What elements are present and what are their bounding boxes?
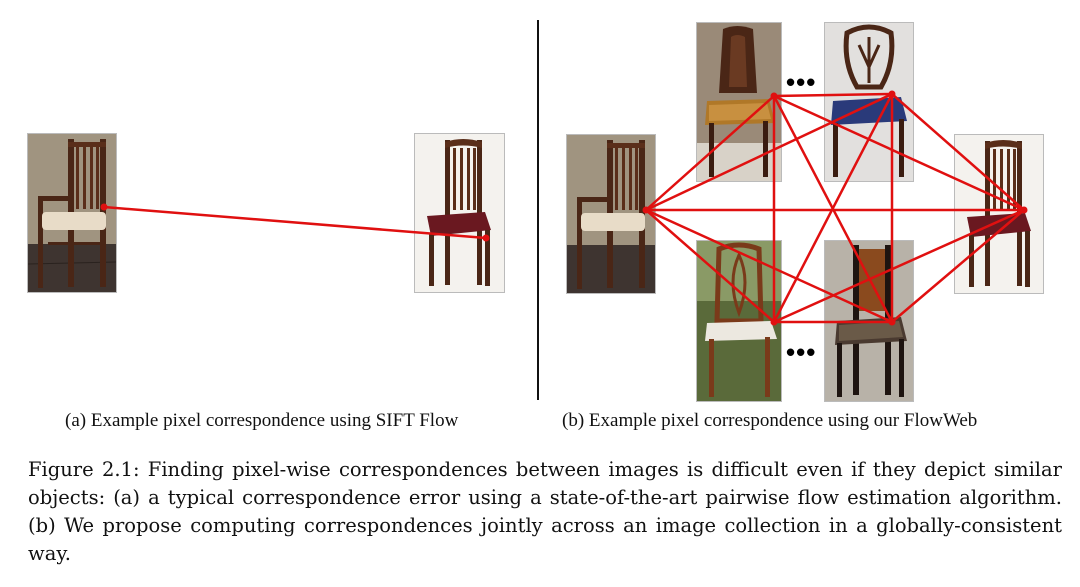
correspondence-lines <box>100 90 1028 326</box>
upholstered-chair-illustration <box>697 23 781 181</box>
image-armchair-a <box>27 133 117 293</box>
shield-back-chair-illustration <box>831 24 907 177</box>
ladder-back-chair-illustration <box>835 245 907 397</box>
subfigure-divider <box>537 20 539 400</box>
image-armchair-b <box>566 134 656 294</box>
image-shield-back-chair-b <box>824 22 914 182</box>
ellipsis-bottom: ••• <box>786 337 817 367</box>
slat-chair-illustration <box>427 139 491 286</box>
carved-chair-illustration <box>697 241 781 401</box>
armchair-illustration-b <box>567 135 655 293</box>
image-slat-chair-b <box>954 134 1044 294</box>
image-slat-chair-a <box>414 133 505 293</box>
image-carved-chair-b <box>696 240 782 402</box>
figure-caption: Figure 2.1: Finding pixel-wise correspon… <box>28 458 1062 565</box>
ellipsis-top: ••• <box>786 67 817 97</box>
image-ladder-back-chair-b <box>824 240 914 402</box>
slat-chair-illustration-b <box>967 140 1031 287</box>
armchair-illustration <box>28 134 116 292</box>
caption-a: (a) Example pixel correspondence using S… <box>65 410 459 431</box>
image-upholstered-chair-b <box>696 22 782 182</box>
caption-b: (b) Example pixel correspondence using o… <box>562 410 978 431</box>
